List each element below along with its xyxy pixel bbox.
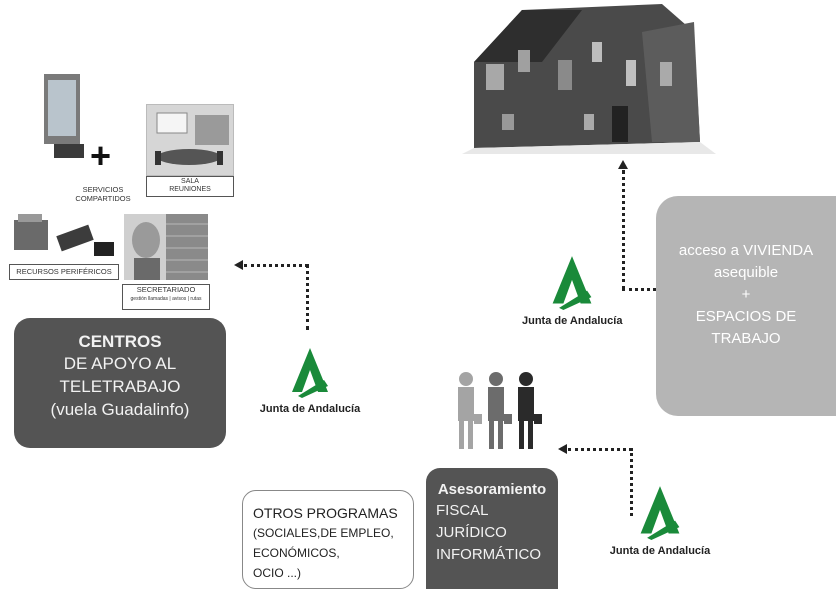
vivienda-line: TRABAJO (711, 330, 781, 347)
computer-icon (44, 74, 84, 158)
sala-reuniones-label: SALA REUNIONES (146, 176, 234, 197)
asesoramiento-line: INFORMÁTICO (436, 546, 541, 563)
junta-logo-right: Junta de Andalucía (522, 254, 622, 327)
vivienda-line: + (741, 286, 751, 303)
centros-line: (vuela Guadalinfo) (50, 400, 190, 419)
vivienda-line: asequible (713, 264, 779, 281)
secretariado-title: SECRETARIADO (136, 285, 196, 294)
arrow-head-house (618, 160, 628, 169)
printer-icon (14, 214, 114, 256)
junta-logo-text: Junta de Andalucía (609, 545, 711, 557)
junta-logo-middle: Junta de Andalucía (250, 346, 370, 415)
arrow-head-people (558, 444, 567, 454)
vivienda-line: ESPACIOS DE (695, 308, 797, 325)
junta-andalucia-logo-icon (292, 348, 328, 398)
junta-logo-text: Junta de Andalucía (259, 403, 361, 415)
centros-title: CENTROS (78, 332, 162, 351)
otros-line: ECONÓMICOS, (253, 546, 340, 560)
meeting-room-photo (146, 104, 234, 176)
asesoramiento-box: Asesoramiento FISCAL JURÍDICO INFORMÁTIC… (426, 468, 558, 589)
junta-andalucia-logo-icon (552, 256, 592, 310)
servicios-compartidos-label: SERVICIOS COMPARTIDOS (75, 185, 131, 203)
otros-line: OTROS PROGRAMAS (253, 505, 398, 521)
secretariado-photo (124, 214, 208, 280)
headset-operator-icon (124, 214, 208, 280)
asesoramiento-line: FISCAL (436, 502, 489, 519)
computer-photo (40, 68, 86, 164)
centros-line: DE APOYO AL (63, 354, 177, 373)
arrow-line-people-v (630, 448, 633, 516)
arrow-line-centros-h (244, 264, 308, 267)
arrow-line-house-v (622, 170, 625, 290)
secretariado-label: SECRETARIADO gestión llamadas | avisos |… (122, 284, 210, 310)
asesoramiento-line: JURÍDICO (436, 524, 507, 541)
secretariado-subtitle: gestión llamadas | avisos | rutas (130, 296, 202, 302)
people-icon (458, 372, 542, 449)
meeting-room-icon (147, 105, 233, 175)
otros-line: OCIO ...) (253, 566, 301, 580)
centros-box: CENTROS DE APOYO AL TELETRABAJO (vuela G… (14, 318, 226, 448)
arrow-line-house-h (622, 288, 656, 291)
vivienda-box: acceso a VIVIENDA asequible + ESPACIOS D… (656, 196, 836, 416)
stone-house-photo (462, 2, 716, 154)
otros-line: (SOCIALES,DE EMPLEO, (253, 526, 394, 540)
arrow-head-centros (234, 260, 243, 270)
plus-sign: + (90, 135, 112, 176)
junta-logo-text: Junta de Andalucía (522, 315, 623, 327)
peripherals-photo (10, 212, 118, 262)
arrow-line-people-h (568, 448, 632, 451)
otros-programas-box: OTROS PROGRAMAS (SOCIALES,DE EMPLEO, ECO… (242, 490, 414, 589)
junta-andalucia-logo-icon (640, 486, 680, 540)
junta-logo-bottom: Junta de Andalucía (600, 484, 720, 557)
arrow-line-centros-v (306, 264, 309, 330)
asesoramiento-title: Asesoramiento (437, 481, 547, 498)
house-image (462, 4, 716, 154)
vivienda-line: acceso a VIVIENDA (678, 242, 814, 259)
centros-line: TELETRABAJO (59, 377, 181, 396)
business-people-image (452, 370, 546, 452)
recursos-perifericos-label: RECURSOS PERIFÉRICOS (9, 264, 119, 280)
